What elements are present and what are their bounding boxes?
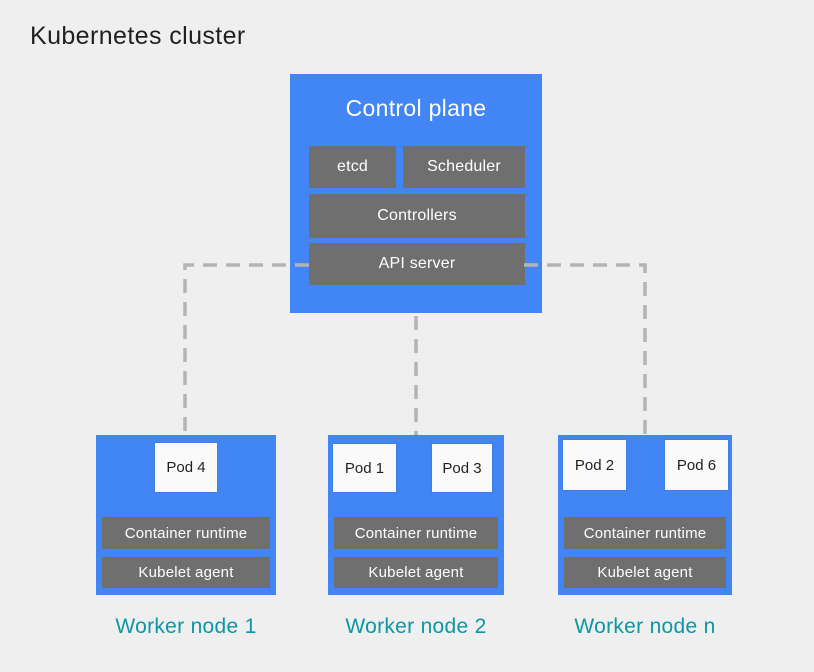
- api-server-box: API server: [309, 243, 525, 285]
- kubelet-agent-box: Kubelet agent: [564, 557, 726, 588]
- control-plane-title: Control plane: [345, 95, 487, 121]
- etcd-box: etcd: [309, 146, 396, 188]
- worker-node-1: Pod 4 Container runtime Kubelet agent: [96, 435, 276, 595]
- scheduler-box: Scheduler: [403, 146, 525, 188]
- worker-node-n-label: Worker node n: [574, 615, 716, 638]
- pod-box: Pod 4: [155, 443, 217, 492]
- worker-node-1-label: Worker node 1: [115, 615, 257, 638]
- connector-right-line: [524, 263, 647, 435]
- container-runtime-box: Container runtime: [334, 517, 498, 549]
- kubelet-agent-box: Kubelet agent: [334, 557, 498, 588]
- pod-box: Pod 2: [563, 440, 626, 490]
- worker-node-n: Pod 2 Pod 6 Container runtime Kubelet ag…: [558, 435, 732, 595]
- diagram-title: Kubernetes cluster: [30, 22, 246, 50]
- container-runtime-box: Container runtime: [564, 517, 726, 549]
- pod-box: Pod 1: [333, 444, 396, 492]
- worker-node-2-label: Worker node 2: [345, 615, 487, 638]
- control-plane-node: Control plane etcd Scheduler Controllers…: [290, 74, 542, 313]
- pod-box: Pod 3: [432, 444, 492, 492]
- controllers-box: Controllers: [309, 194, 525, 238]
- pod-box: Pod 6: [665, 440, 728, 490]
- container-runtime-box: Container runtime: [102, 517, 270, 549]
- worker-node-2: Pod 1 Pod 3 Container runtime Kubelet ag…: [328, 435, 504, 595]
- kubelet-agent-box: Kubelet agent: [102, 557, 270, 588]
